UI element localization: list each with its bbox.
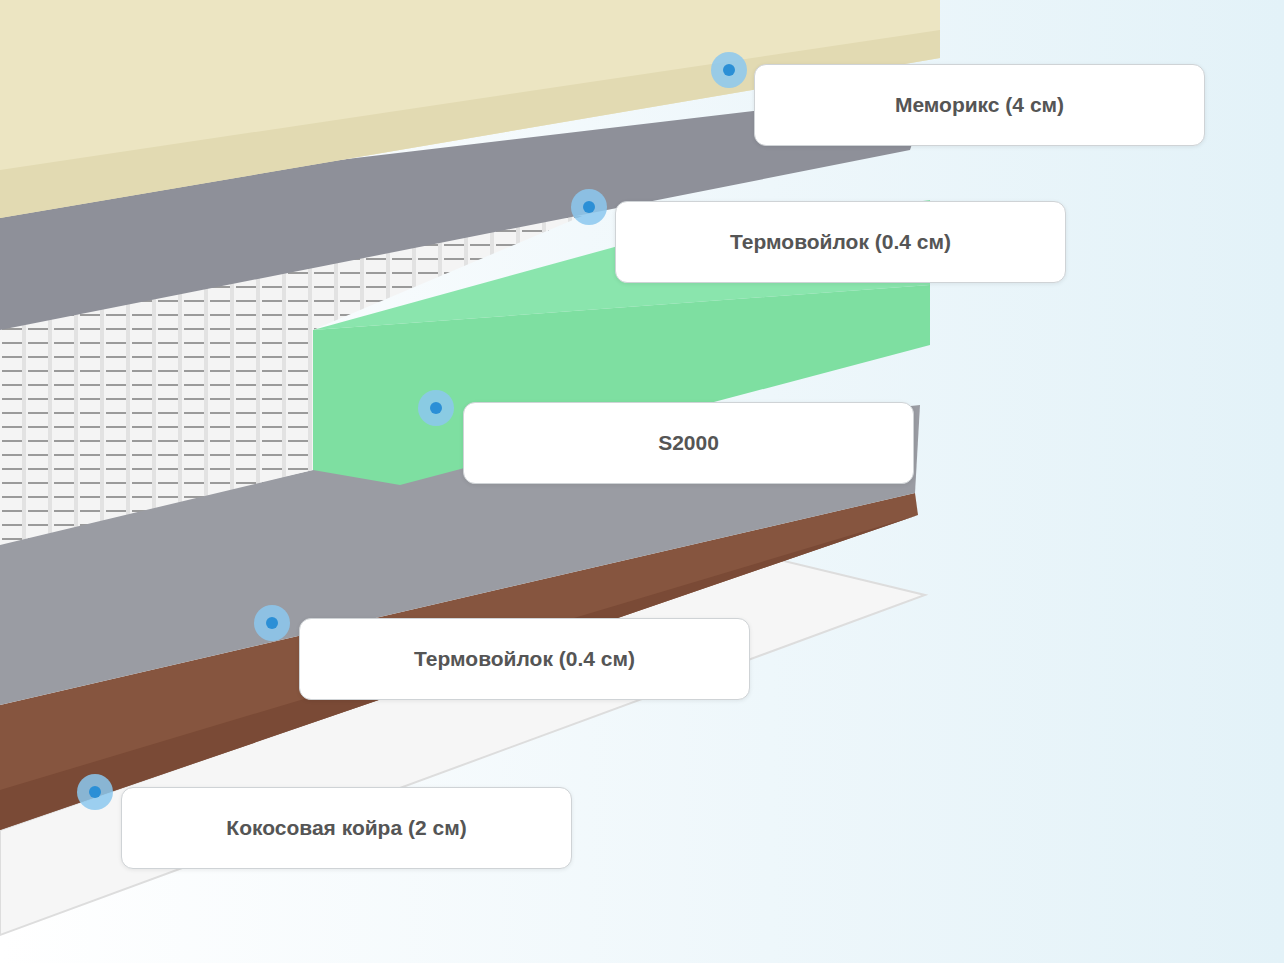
layer-label: Кокосовая койра (2 см)	[210, 816, 482, 840]
callout-box: S2000	[463, 402, 914, 484]
layer-label: Термовойлок (0.4 см)	[398, 647, 651, 671]
callout-box: Термовойлок (0.4 см)	[615, 201, 1066, 283]
layer-label: S2000	[642, 431, 735, 455]
callout-box: Термовойлок (0.4 см)	[299, 618, 750, 700]
foam-front	[313, 285, 930, 485]
callout-box: Мемори­кс (4 см)	[754, 64, 1205, 146]
layer-label: Мемори­кс (4 см)	[879, 93, 1080, 117]
callout-box: Кокосовая койра (2 см)	[121, 787, 572, 869]
layer-label: Термовойлок (0.4 см)	[714, 230, 967, 254]
